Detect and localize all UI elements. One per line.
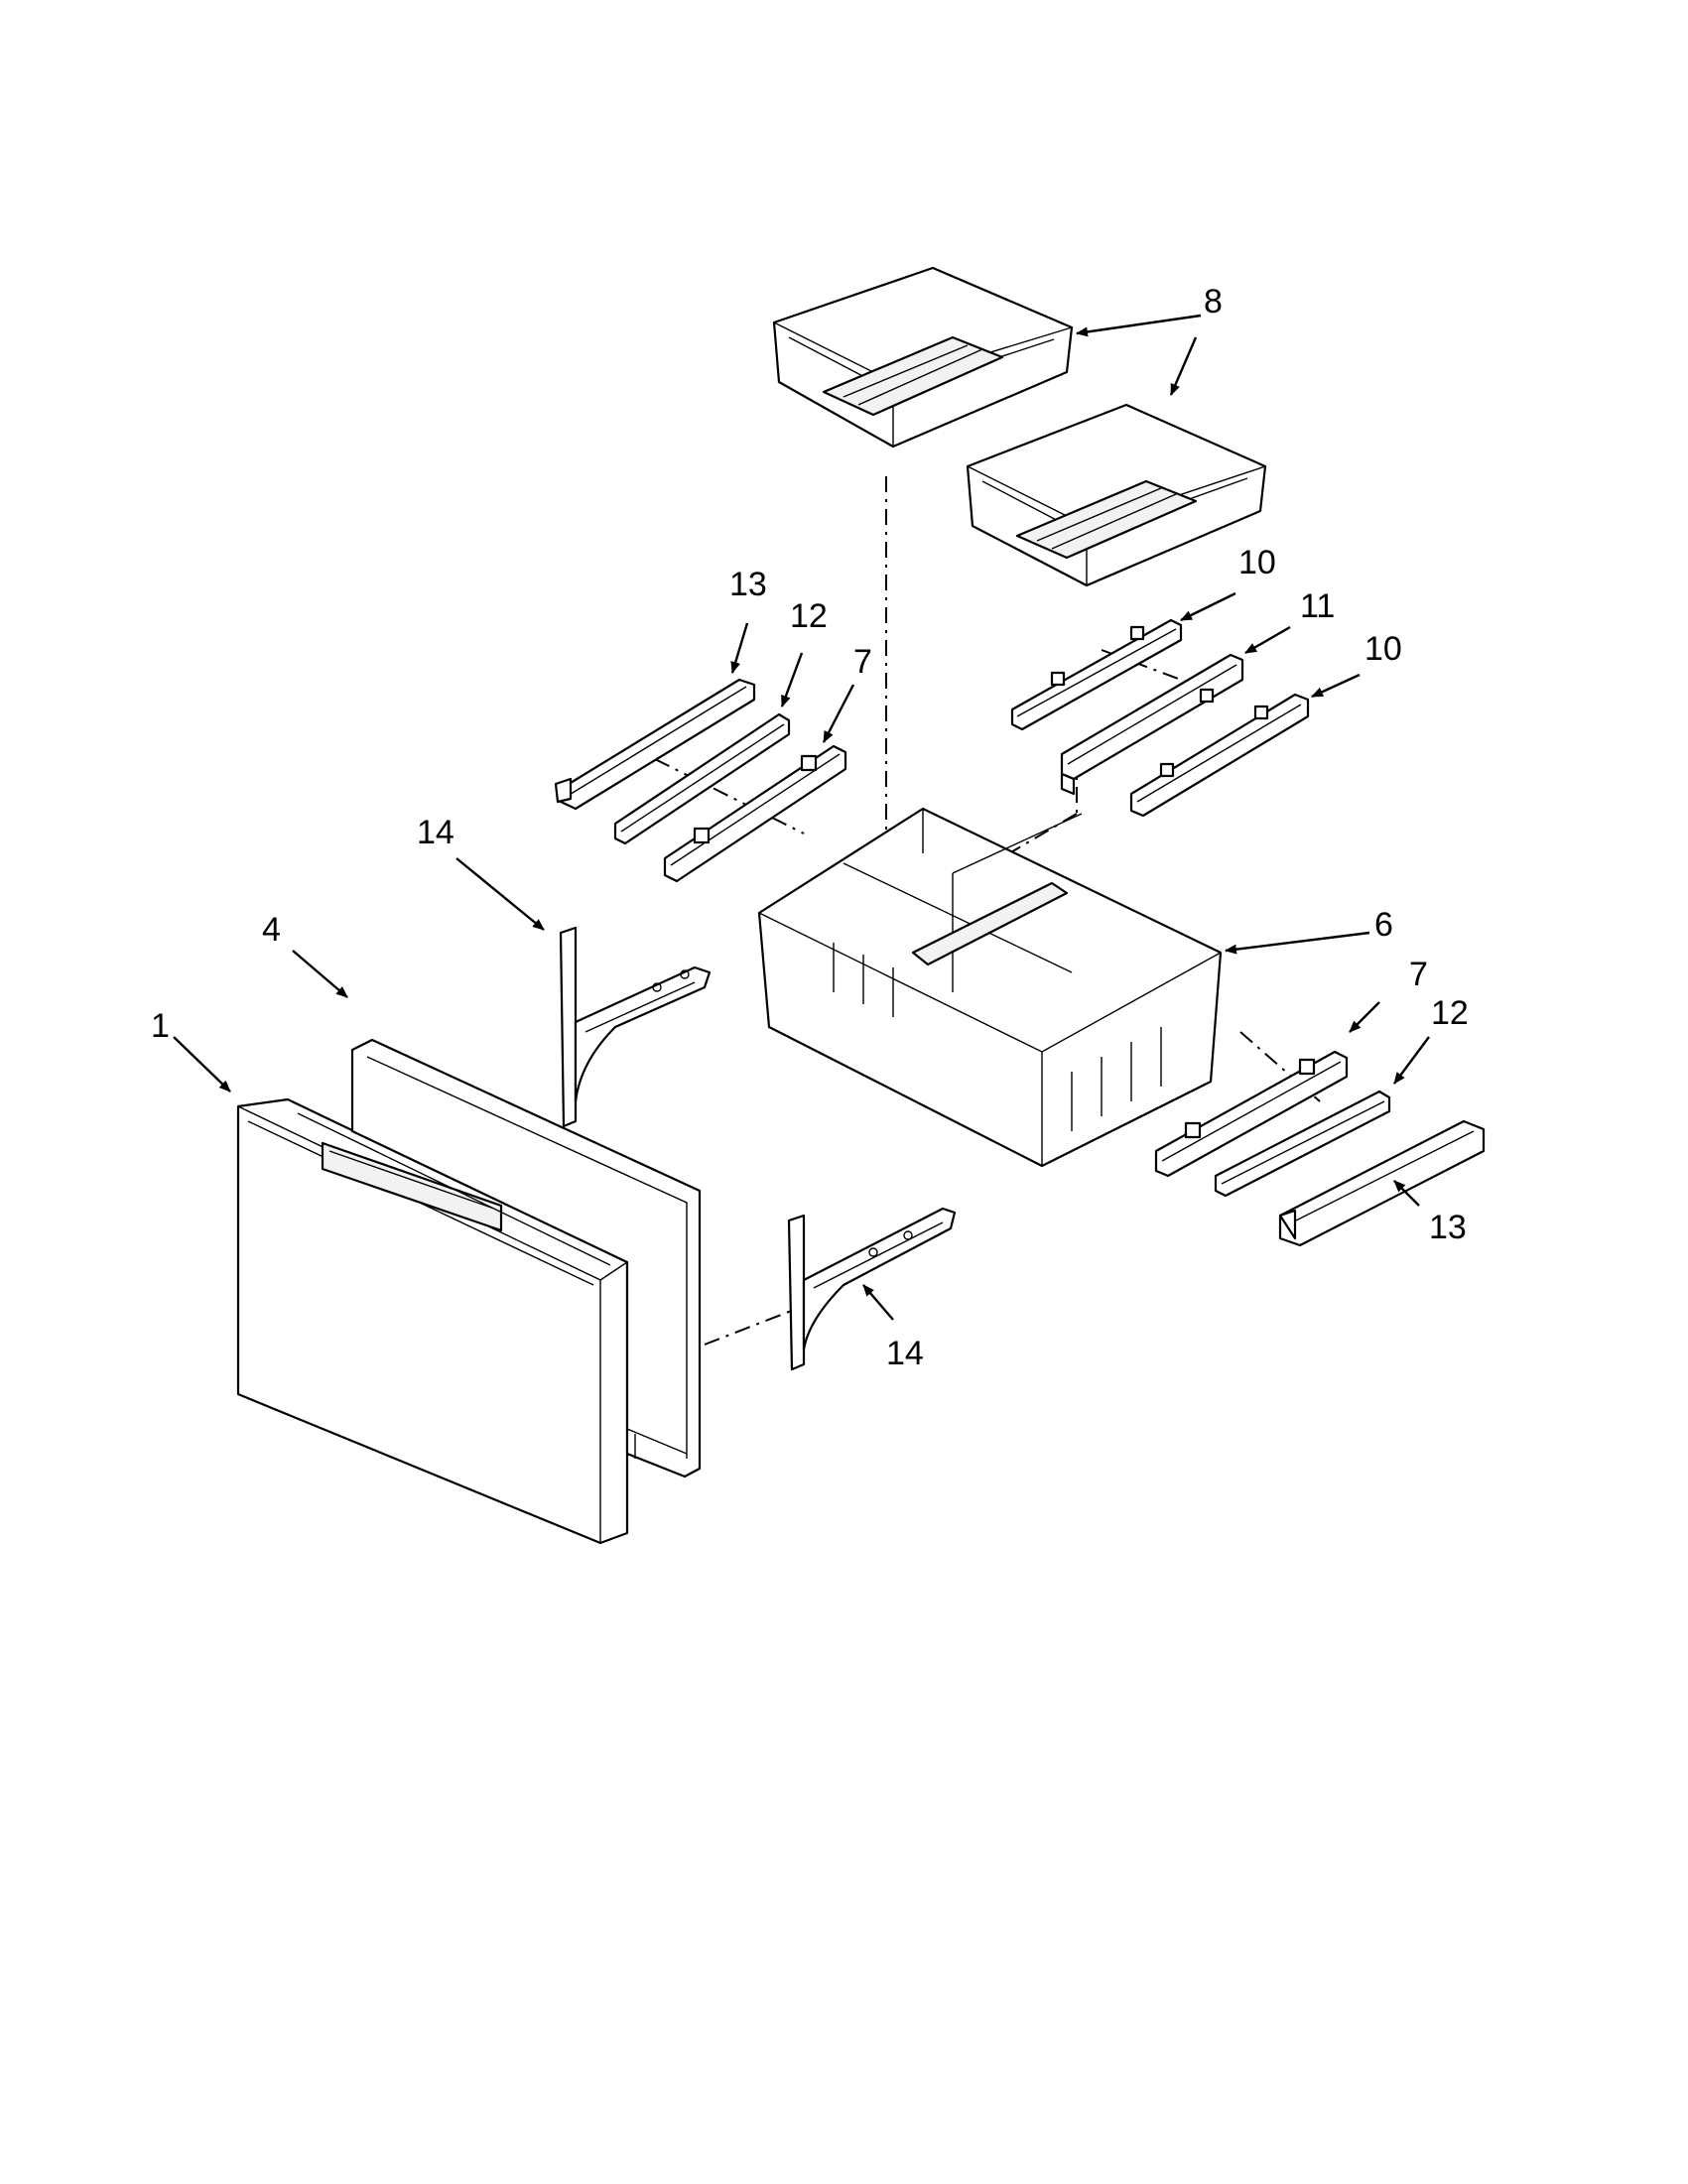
callout-12-lower: 12 [1431, 994, 1469, 1032]
slide-rail-7-upper [663, 744, 847, 883]
callout-13-upper: 13 [729, 566, 767, 603]
rail-10-upper [1010, 618, 1183, 731]
callout-11: 11 [1300, 587, 1335, 625]
callout-8: 8 [1204, 283, 1223, 321]
callout-7-upper: 7 [853, 643, 872, 681]
storage-tray-lower [966, 403, 1267, 587]
callout-1: 1 [151, 1007, 170, 1045]
slide-12-upper [613, 712, 791, 845]
callout-4: 4 [262, 911, 281, 949]
leader-lines [173, 314, 1430, 1321]
callout-7-lower: 7 [1409, 956, 1428, 993]
storage-tray-upper [772, 266, 1074, 449]
callout-14-lower: 14 [886, 1335, 924, 1372]
callout-labels: 1 4 6 7 7 8 10 11 10 12 12 13 13 14 14 [151, 283, 1469, 1372]
slide-13-upper [554, 678, 756, 811]
slide-13-lower [1278, 1119, 1486, 1247]
door-panel [236, 1097, 629, 1545]
door-gasket [350, 1038, 702, 1478]
slide-12-lower [1214, 1090, 1391, 1198]
callout-10-upper: 10 [1238, 544, 1276, 581]
callout-6: 6 [1374, 906, 1393, 944]
callout-14-upper: 14 [417, 814, 454, 851]
freezer-basket [757, 807, 1223, 1168]
bracket-14-upper [559, 926, 712, 1128]
slide-rail-7-lower [1154, 1050, 1349, 1178]
rail-11 [1060, 653, 1244, 796]
rail-10-lower [1129, 693, 1310, 818]
callout-12-upper: 12 [790, 597, 828, 635]
callout-13-lower: 13 [1429, 1209, 1467, 1246]
callout-10-lower: 10 [1364, 630, 1402, 668]
bracket-14-lower [787, 1207, 957, 1371]
